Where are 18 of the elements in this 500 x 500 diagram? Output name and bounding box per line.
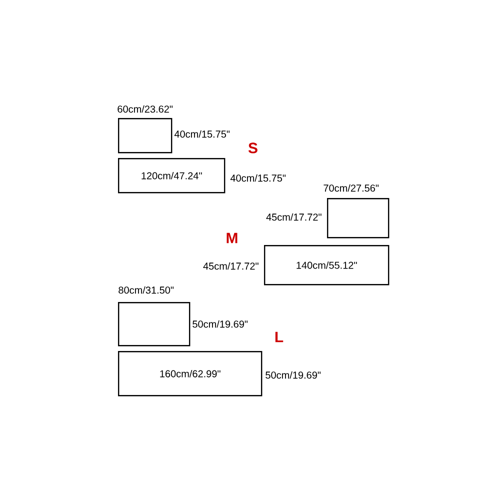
size-rectangle: 120cm/47.24"	[118, 158, 226, 194]
size-rectangle	[118, 302, 190, 346]
size-rectangle: 140cm/55.12"	[264, 245, 390, 286]
size-rectangle	[327, 198, 390, 238]
dimension-label: 50cm/19.69"	[266, 371, 321, 379]
dimension-label: 45cm/17.72"	[203, 262, 258, 270]
size-rectangle: 160cm/62.99"	[118, 351, 262, 396]
dimension-label: 45cm/17.72"	[266, 213, 322, 221]
dimension-label: 60cm/23.62"	[118, 105, 173, 113]
dimension-label: 80cm/31.50"	[118, 286, 174, 294]
dimension-label: 70cm/27.56"	[324, 184, 379, 192]
size-letter: M	[226, 232, 238, 244]
size-rectangle	[118, 118, 172, 154]
dimension-label: 40cm/15.75"	[174, 130, 230, 138]
dimension-label: 50cm/19.69"	[192, 320, 248, 328]
size-letter: L	[275, 332, 284, 342]
dimension-label: 40cm/15.75"	[230, 174, 286, 182]
size-letter: S	[248, 142, 258, 154]
